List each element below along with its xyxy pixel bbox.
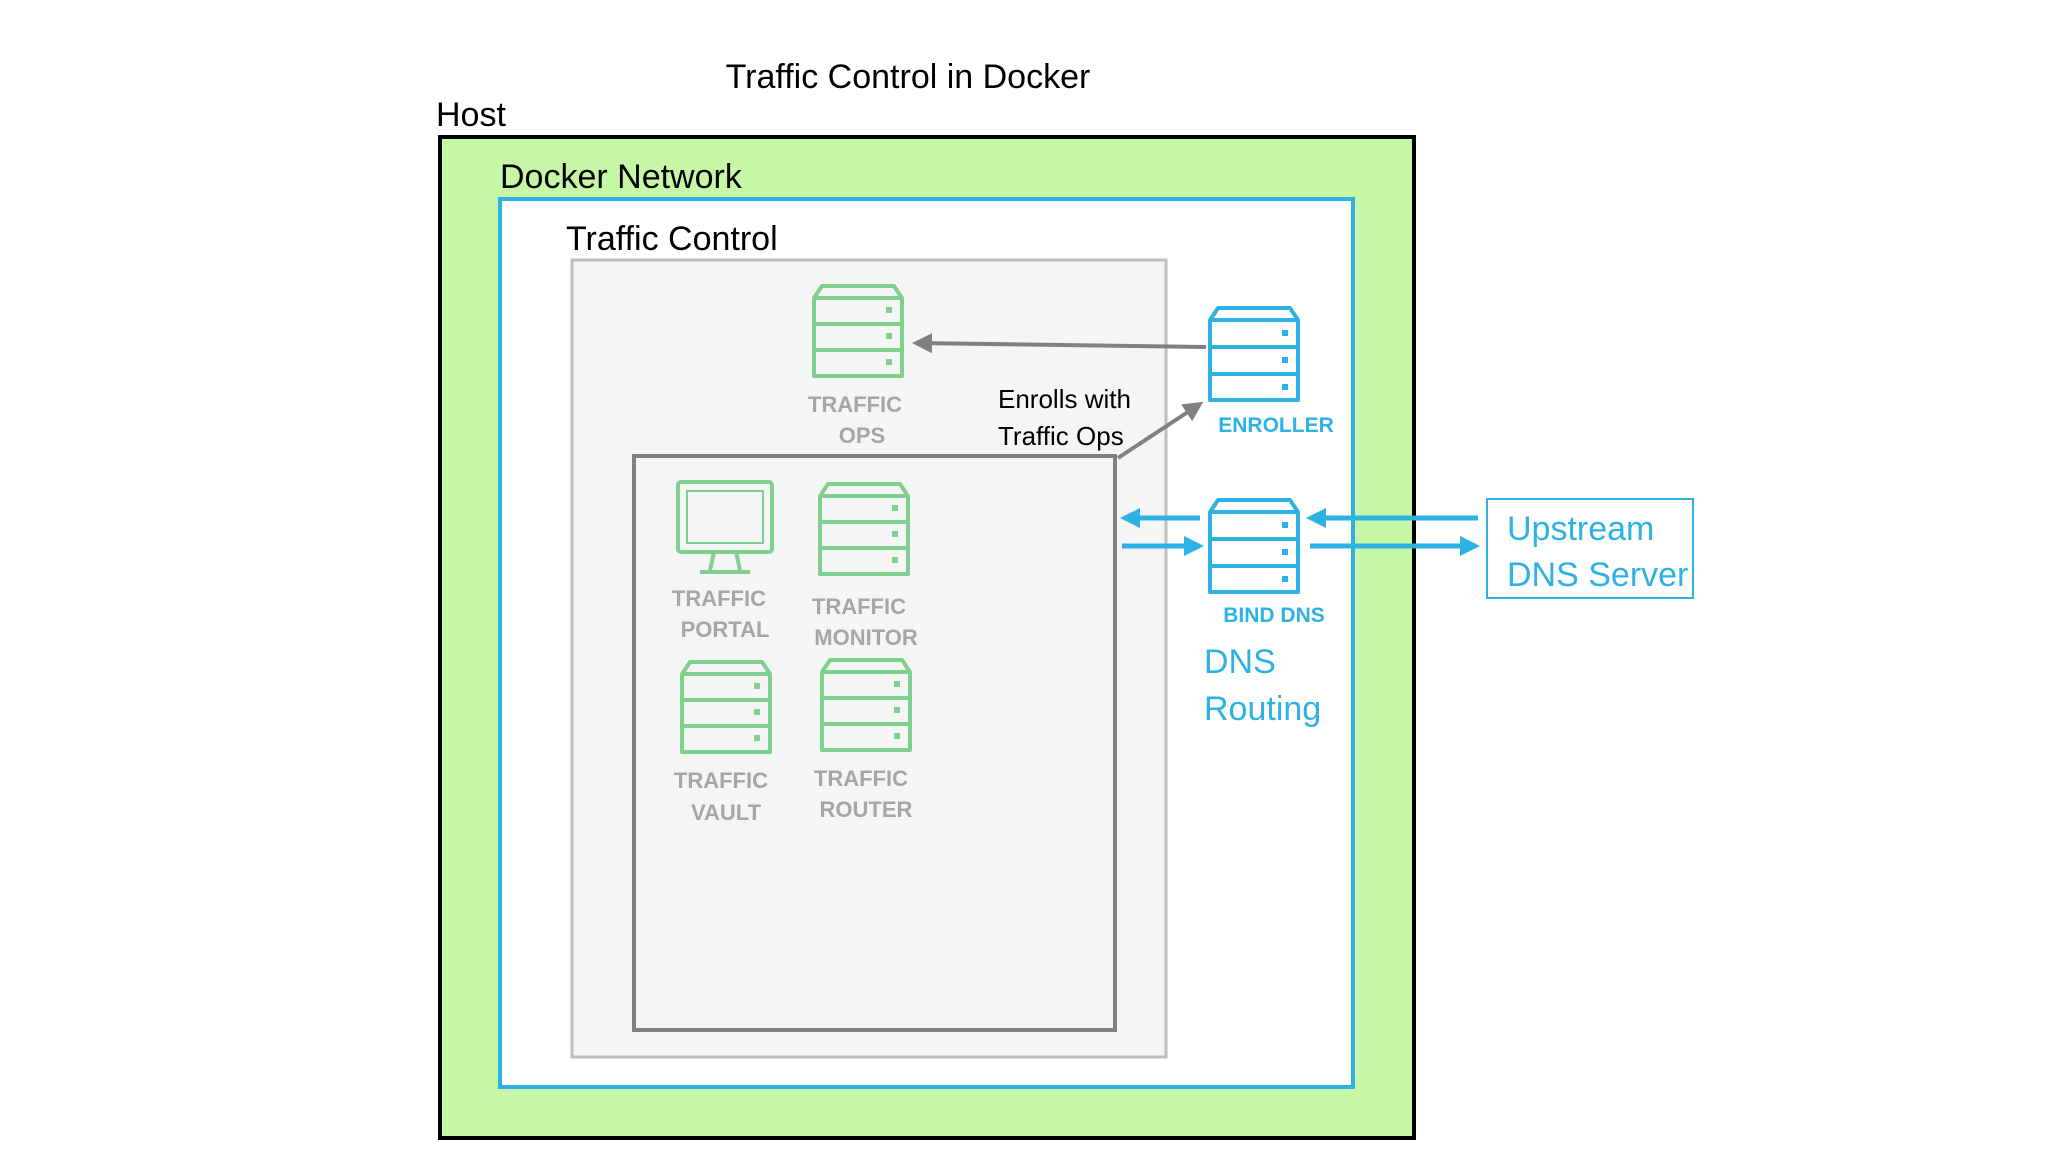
traffic-vault-label: TRAFFIC VAULT bbox=[674, 768, 774, 825]
traffic-router-label: TRAFFIC ROUTER bbox=[814, 766, 914, 822]
docker-network-label: Docker Network bbox=[500, 158, 743, 196]
traffic-portal-label: TRAFFIC PORTAL bbox=[672, 586, 772, 642]
group-to-enroller-arrow bbox=[1116, 401, 1204, 460]
traffic-portal-monitor-icon bbox=[676, 480, 774, 574]
traffic-ops-label: TRAFFIC OPS bbox=[808, 392, 908, 448]
diagram-title: Traffic Control in Docker bbox=[726, 58, 1091, 96]
enroller-to-ops-arrow bbox=[912, 333, 1207, 354]
upstream-dns-label: Upstream DNS Server bbox=[1507, 510, 1688, 594]
traffic-monitor-label: TRAFFIC MONITOR bbox=[812, 594, 918, 650]
upstream-dns-box bbox=[1486, 498, 1694, 599]
bind-dns-label: BIND DNS bbox=[1223, 604, 1325, 627]
inner-group-box bbox=[632, 454, 1117, 1032]
enroller-label: ENROLLER bbox=[1218, 414, 1334, 437]
host-label: Host bbox=[436, 96, 506, 134]
traffic-control-label: Traffic Control bbox=[566, 220, 778, 258]
dns-routing-annotation: DNS Routing bbox=[1204, 643, 1321, 728]
enrolls-annotation: Enrolls with Traffic Ops bbox=[998, 384, 1138, 451]
